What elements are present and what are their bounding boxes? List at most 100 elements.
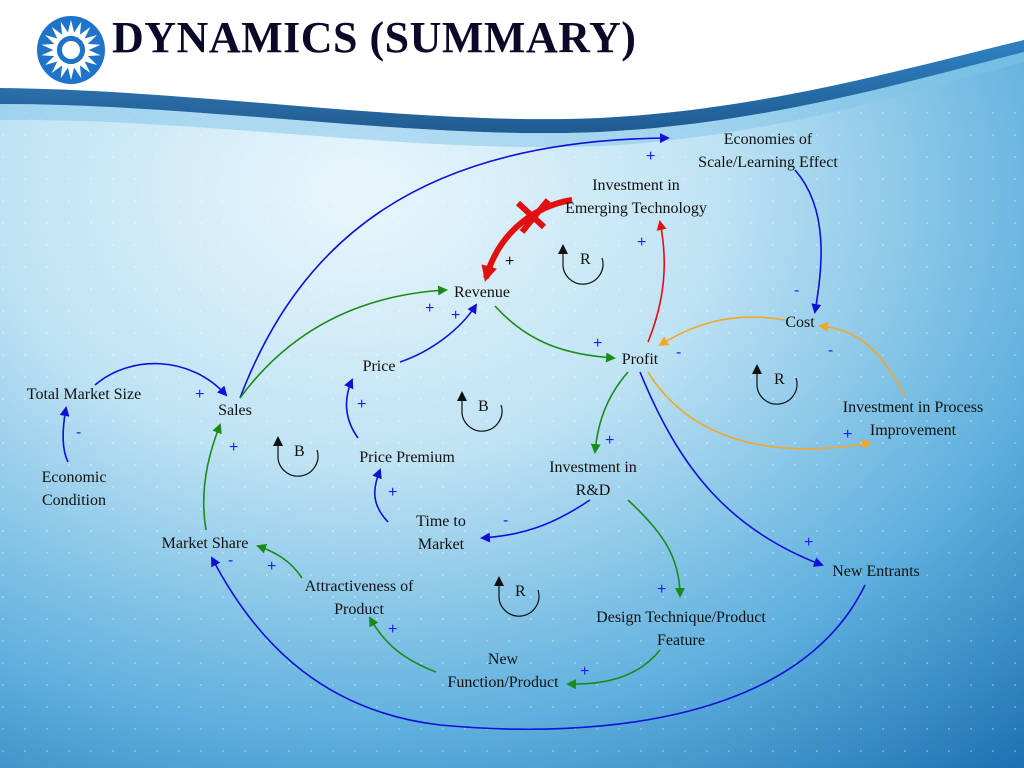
node-revenue: Revenue	[440, 281, 524, 304]
loop-label-r3: R	[515, 583, 526, 600]
loop-r1-icon	[558, 244, 604, 285]
arrow-emerging-revenue	[481, 197, 573, 282]
polarity-sign: +	[505, 253, 515, 270]
arrow-profit-emerging	[647, 220, 667, 343]
node-economic-condition: Economic Condition	[20, 466, 128, 512]
arrow-profit-process	[647, 371, 872, 450]
node-design-technique-product-feature: Design Technique/Product Feature	[576, 606, 786, 652]
polarity-sign: +	[357, 396, 367, 413]
node-price: Price	[350, 355, 408, 378]
node-label-line: Economic	[41, 469, 107, 486]
node-label-line: Sales	[218, 402, 252, 419]
polarity-sign: -	[503, 512, 509, 529]
polarity-sign: +	[451, 307, 461, 324]
node-market-share: Market Share	[148, 532, 262, 555]
loop-label-b1: B	[478, 398, 489, 415]
polarity-sign: +	[593, 335, 603, 352]
polarity-sign: -	[676, 344, 682, 361]
node-investment-rd: Investment in R&D	[534, 456, 652, 502]
node-label-line: New	[487, 651, 519, 668]
node-label-line: Investment in Process	[842, 399, 984, 416]
node-new-entrants: New Entrants	[816, 560, 936, 583]
arrow-sales-economies	[239, 133, 670, 399]
polarity-sign: +	[657, 581, 667, 598]
polarity-sign: +	[425, 300, 435, 317]
page-title: DYNAMICS (SUMMARY)	[112, 13, 637, 62]
arrow-sales-revenue	[239, 285, 448, 399]
arrow-attractiveness-marketshare	[256, 543, 303, 579]
loop-r2-icon	[752, 364, 798, 405]
header-wave-light	[0, 52, 1024, 148]
arrow-profit-rd	[590, 371, 629, 454]
node-investment-process-improvement: Investment in Process Improvement	[826, 396, 1000, 442]
dot-pattern	[0, 95, 1024, 768]
arrow-premium-price	[344, 378, 359, 439]
polarity-sign: -	[228, 552, 234, 569]
polarity-sign: +	[388, 484, 398, 501]
polarity-sign: +	[388, 621, 398, 638]
loop-b1-icon	[457, 391, 503, 432]
node-label-line: Cost	[785, 314, 815, 331]
arrow-rd-timetomarket	[480, 499, 591, 543]
header-wave	[0, 40, 1024, 134]
node-label-line: Feature	[657, 632, 705, 649]
cross-mark-icon	[515, 198, 551, 234]
arrow-profit-entrants	[639, 371, 824, 567]
loop-label-r2: R	[774, 371, 785, 388]
node-label-line: Investment in	[592, 177, 680, 194]
loop-label-r1: R	[580, 251, 591, 268]
node-label-line: Price	[362, 358, 396, 375]
node-price-premium: Price Premium	[345, 446, 469, 469]
node-attractiveness-of-product: Attractiveness of Product	[286, 575, 432, 621]
header-area	[0, 0, 1024, 120]
arrow-rd-design	[627, 499, 685, 598]
arrow-timetomarket-premium	[372, 468, 389, 523]
polarity-sign: +	[646, 148, 656, 165]
node-label-line: Condition	[41, 492, 106, 509]
node-sales: Sales	[206, 399, 264, 422]
arrow-revenue-profit	[494, 305, 616, 363]
polarity-sign: +	[195, 386, 205, 403]
polarity-sign: +	[804, 534, 814, 551]
polarity-sign: -	[794, 282, 800, 299]
polarity-sign: +	[605, 432, 615, 449]
arrow-entrants-marketshare	[211, 556, 866, 731]
node-economies-of-scale: Economies of Scale/Learning Effect	[668, 128, 868, 174]
loop-b2-icon	[273, 436, 319, 477]
logo-icon	[37, 16, 105, 84]
node-cost: Cost	[770, 311, 830, 334]
node-label-line: Function/Product	[447, 674, 559, 691]
node-label-line: Time to	[416, 513, 466, 530]
node-label-line: Investment in	[549, 459, 637, 476]
node-label-line: Economies of	[723, 131, 813, 148]
arrow-cost-profit	[658, 316, 786, 347]
node-time-to-market: Time to Market	[404, 510, 478, 556]
arrow-design-newfunction	[566, 649, 661, 690]
polarity-sign: +	[267, 558, 277, 575]
polarity-sign: -	[828, 342, 834, 359]
node-total-market-size: Total Market Size	[8, 383, 160, 406]
node-label-line: Design Technique/Product	[596, 609, 766, 626]
node-label-line: Product	[334, 601, 384, 618]
arrow-economies-cost	[794, 169, 822, 314]
arrow-economic-totalmarket	[59, 406, 70, 463]
node-label-line: Total Market Size	[26, 386, 142, 403]
node-label-line: Emerging Technology	[565, 200, 707, 217]
node-label-line: Profit	[621, 351, 659, 368]
polarity-sign: +	[637, 234, 647, 251]
node-label-line: Market	[417, 536, 465, 553]
polarity-sign: -	[76, 424, 82, 441]
arrow-totalmarket-sales	[94, 362, 228, 397]
node-new-function-product: New Function/Product	[430, 648, 576, 694]
node-label-line: Improvement	[869, 422, 957, 439]
arrow-price-revenue	[399, 303, 478, 363]
polarity-sign: +	[229, 439, 239, 456]
node-profit: Profit	[610, 348, 670, 371]
loop-label-b2: B	[294, 443, 305, 460]
node-label-line: Revenue	[454, 284, 510, 301]
node-label-line: Market Share	[161, 535, 249, 552]
arrow-marketshare-sales	[202, 423, 222, 531]
arrow-newfunction-attractiveness	[369, 616, 437, 673]
